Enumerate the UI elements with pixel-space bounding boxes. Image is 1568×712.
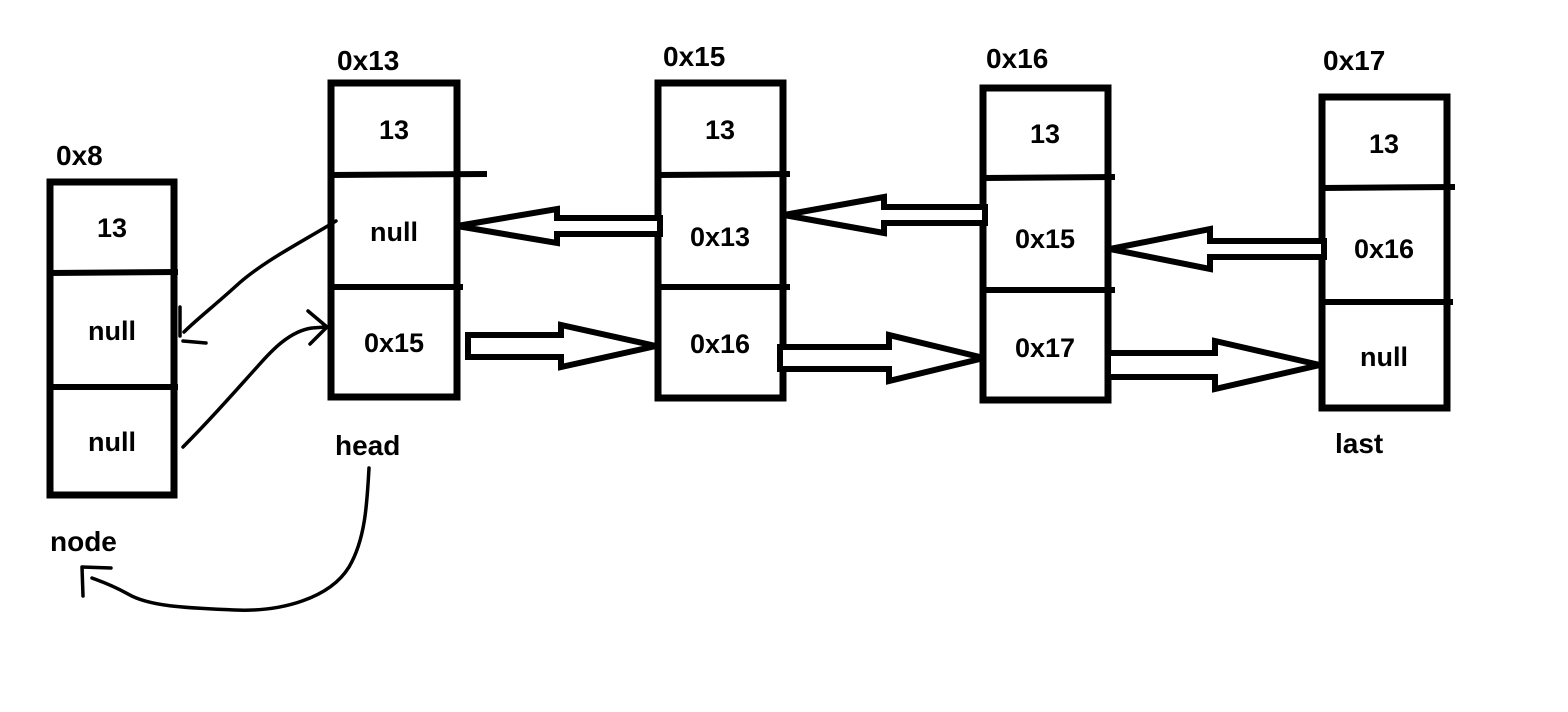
- node-0x8: 0x8 13 null null node: [46, 140, 179, 557]
- last-variable-label: last: [1335, 428, 1383, 459]
- node-0x13-address: 0x13: [337, 45, 399, 76]
- freehand-arrow-node-to-head-next: [181, 309, 329, 449]
- node-0x8-cell-data: 13: [97, 213, 127, 243]
- node-0x8-cell-prev: null: [88, 316, 136, 346]
- node-0x8-cell-next: null: [88, 427, 136, 457]
- node-0x17-cell-prev: 0x16: [1354, 234, 1414, 264]
- prev-arrow-0x15-to-0x13: [456, 205, 663, 247]
- node-0x17-address: 0x17: [1323, 45, 1385, 76]
- node-0x16-cell-prev: 0x15: [1015, 224, 1075, 254]
- node-0x8-box: [46, 178, 178, 499]
- node-0x16-divider-1: [982, 174, 1116, 181]
- node-0x16: 0x16 13 0x15 0x17: [979, 43, 1116, 404]
- node-0x16-box: [979, 84, 1112, 404]
- node-0x17: 0x17 13 0x16 null last: [1318, 45, 1456, 459]
- node-0x17-divider-1: [1321, 184, 1456, 191]
- next-arrow-0x15-to-0x16: [777, 331, 985, 385]
- node-0x15-box: [654, 79, 787, 402]
- node-0x15-divider-1: [657, 171, 791, 178]
- node-0x16-cell-data: 13: [1030, 119, 1060, 149]
- prev-arrow-0x17-to-0x16: [1109, 225, 1327, 273]
- node-variable-label: node: [50, 526, 117, 557]
- node-0x15-cell-data: 13: [705, 115, 735, 145]
- node-0x15: 0x15 13 0x13 0x16: [654, 41, 791, 402]
- node-0x16-address: 0x16: [986, 43, 1048, 74]
- next-arrow-0x13-to-0x15: [465, 321, 657, 371]
- next-arrow-0x16-to-0x17: [1105, 337, 1321, 393]
- node-0x13-cell-prev: null: [370, 217, 418, 247]
- node-0x16-cell-next: 0x17: [1015, 333, 1075, 363]
- node-0x8-address: 0x8: [56, 140, 103, 171]
- node-0x15-address: 0x15: [663, 41, 725, 72]
- node-0x15-cell-next: 0x16: [690, 329, 750, 359]
- node-0x13: 0x13 13 null 0x15 head: [327, 45, 488, 461]
- node-0x13-cell-next: 0x15: [364, 328, 424, 358]
- head-variable-label: head: [335, 430, 400, 461]
- node-0x8-divider-1: [49, 269, 179, 276]
- node-0x15-cell-prev: 0x13: [690, 222, 750, 252]
- prev-arrow-0x16-to-0x15: [783, 193, 988, 237]
- node-0x13-box: [327, 79, 461, 401]
- node-0x13-cell-data: 13: [379, 115, 409, 145]
- node-0x17-cell-next: null: [1360, 342, 1408, 372]
- node-0x17-cell-data: 13: [1369, 129, 1399, 159]
- node-0x13-divider-1: [330, 171, 488, 178]
- freehand-arrow-head-label-to-node-label: [80, 466, 371, 612]
- freehand-arrow-head-prev-to-node: [178, 219, 338, 345]
